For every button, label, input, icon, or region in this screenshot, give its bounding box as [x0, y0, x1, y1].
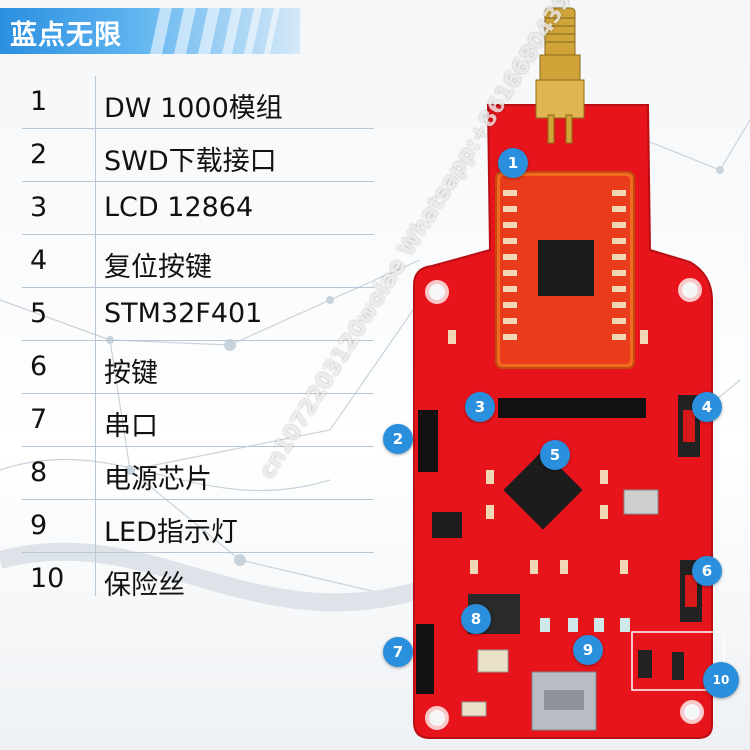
mounting-holes: [425, 278, 704, 730]
legend-number: 10: [30, 563, 65, 594]
legend-label: STM32F401: [104, 298, 263, 329]
legend-label: LED指示灯: [104, 517, 238, 548]
legend-number: 8: [30, 457, 48, 488]
legend-label: LCD 12864: [104, 192, 254, 223]
legend-number: 5: [30, 298, 48, 329]
legend-label: DW 1000模组: [104, 93, 283, 124]
callout-badge-3: 3: [465, 392, 495, 422]
callout-badge-5: 5: [540, 440, 570, 470]
legend-row: 9 LED指示灯: [22, 500, 374, 553]
lcd-header: [498, 398, 646, 418]
legend-row: 1 DW 1000模组: [22, 76, 374, 129]
callout-badge-7: 7: [383, 637, 413, 667]
legend-row: 7 串口: [22, 394, 374, 447]
legend-row: 4 复位按键: [22, 235, 374, 288]
dw1000-chip: [538, 240, 594, 296]
legend-row: 5 STM32F401: [22, 288, 374, 341]
callout-badge-6: 6: [692, 556, 722, 586]
swd-header: [418, 410, 438, 472]
legend-number: 6: [30, 351, 48, 382]
callout-badge-4: 4: [692, 392, 722, 422]
callout-badge-8: 8: [461, 604, 491, 634]
legend-row: 10 保险丝: [22, 553, 374, 605]
callout-badge-1: 1: [498, 148, 528, 178]
stm32-chip: [503, 450, 583, 530]
callout-badge-2: 2: [383, 424, 413, 454]
legend-label: 复位按键: [104, 252, 212, 283]
legend-row: 3 LCD 12864: [22, 182, 374, 235]
usb-connector: [531, 671, 597, 731]
legend-row: 2 SWD下载接口: [22, 129, 374, 182]
fuse: [638, 650, 652, 678]
legend-number: 7: [30, 404, 48, 435]
serial-header: [416, 624, 434, 694]
legend-divider: [95, 76, 96, 596]
callout-badge-10: 10: [703, 662, 739, 698]
leds: [540, 618, 630, 632]
legend-label: 保险丝: [104, 570, 185, 601]
board-outline: [413, 104, 713, 739]
legend-number: 3: [30, 192, 48, 223]
legend-number: 4: [30, 245, 48, 276]
callout-badge-9: 9: [573, 635, 603, 665]
legend-number: 1: [30, 86, 48, 117]
legend-label: 电源芯片: [104, 464, 212, 495]
legend-number: 9: [30, 510, 48, 541]
brand-title: 蓝点无限: [10, 20, 122, 51]
legend-number: 2: [30, 139, 48, 170]
legend-label: 串口: [104, 411, 158, 442]
component-legend: 1 DW 1000模组 2 SWD下载接口 3 LCD 12864 4 复位按键 5 ST…: [22, 76, 374, 605]
banner-stripes: [150, 8, 280, 54]
legend-label: 按键: [104, 358, 158, 389]
legend-row: 6 按键: [22, 341, 374, 394]
legend-label: SWD下载接口: [104, 146, 277, 177]
legend-row: 8 电源芯片: [22, 447, 374, 500]
